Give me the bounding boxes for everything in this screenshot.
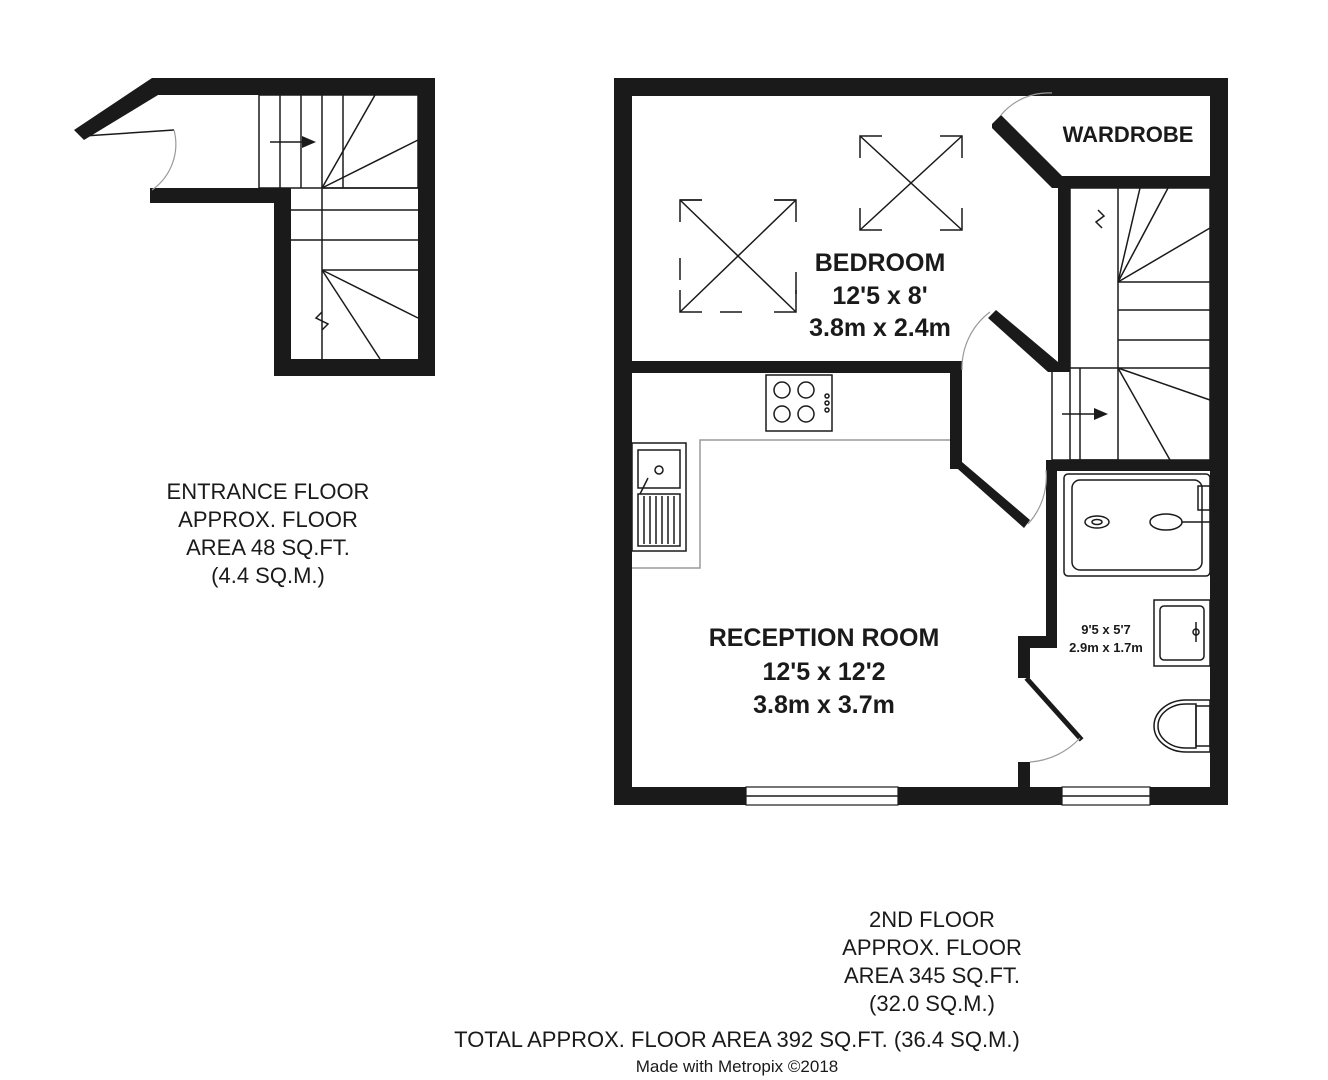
bathroom-metric: 2.9m x 1.7m <box>1069 640 1143 655</box>
entrance-wall-top <box>74 78 435 140</box>
svg-text:APPROX. FLOOR: APPROX. FLOOR <box>842 935 1022 960</box>
shower-tray-icon <box>1063 473 1211 577</box>
wardrobe-label: WARDROBE <box>1063 122 1194 147</box>
bedroom-door-arc <box>961 311 991 371</box>
svg-text:(4.4 SQ.M.): (4.4 SQ.M.) <box>211 563 325 588</box>
reception-imperial: 12'5 x 12'2 <box>762 658 885 686</box>
svg-text:ENTRANCE FLOOR: ENTRANCE FLOOR <box>167 479 370 504</box>
hall-door-arc <box>1027 469 1047 525</box>
second-floor-plan: WARDROBE BEDROOM 12'5 x 8' 3.8m x 2.4m R… <box>614 78 1228 806</box>
svg-text:AREA 345 SQ.FT.: AREA 345 SQ.FT. <box>844 963 1020 988</box>
wall-bathroom-left <box>1046 460 1057 646</box>
kitchen-worktop <box>632 439 950 569</box>
wardrobe-door-arc <box>1000 92 1053 116</box>
wall-bathroom-top <box>1046 460 1210 471</box>
entrance-floor-note: ENTRANCE FLOOR APPROX. FLOOR AREA 48 SQ.… <box>167 479 370 588</box>
toilet-icon <box>1153 699 1211 753</box>
svg-text:AREA 48 SQ.FT.: AREA 48 SQ.FT. <box>186 535 350 560</box>
bedroom-imperial: 12'5 x 8' <box>832 282 927 310</box>
skylight-icon <box>859 135 963 231</box>
entrance-stairs <box>258 94 419 360</box>
bedroom-name: BEDROOM <box>815 249 946 277</box>
washbasin-icon <box>1153 599 1211 667</box>
outer-wall-top <box>614 78 1228 96</box>
entrance-floor-plan <box>74 78 435 376</box>
entrance-door-leaf <box>83 129 175 137</box>
wall-bedroom-door-diag <box>988 310 1058 372</box>
wall-wardrobe <box>992 115 1210 188</box>
total-area: TOTAL APPROX. FLOOR AREA 392 SQ.FT. (36.… <box>454 1027 1020 1052</box>
stair-arrow-icon <box>1062 408 1108 420</box>
sink-icon <box>631 442 687 552</box>
wall-stairs-left <box>1058 176 1070 372</box>
entrance-wall-right <box>418 78 435 376</box>
bathroom-door-leaf <box>1024 676 1084 742</box>
second-floor-stairs <box>1051 187 1211 461</box>
entrance-wall-left <box>274 188 291 376</box>
entrance-wall-bottom <box>274 359 435 376</box>
wall-bathroom-lower <box>1018 636 1030 678</box>
bathroom-imperial: 9'5 x 5'7 <box>1081 622 1131 637</box>
wall-reception-hall <box>950 361 962 469</box>
svg-text:(32.0 SQ.M.): (32.0 SQ.M.) <box>869 991 995 1016</box>
outer-wall-left <box>614 78 632 805</box>
hob-icon <box>765 374 833 432</box>
reception-name: RECEPTION ROOM <box>709 624 940 652</box>
bathroom-door-arc <box>1029 737 1081 763</box>
svg-text:2ND FLOOR: 2ND FLOOR <box>869 907 995 932</box>
entrance-door-arc <box>151 129 177 191</box>
wall-hall-diag <box>950 462 1030 528</box>
wall-bathroom-foot <box>1018 762 1030 792</box>
reception-metric: 3.8m x 3.7m <box>753 691 895 719</box>
outer-wall-right <box>1210 78 1228 805</box>
credit: Made with Metropix ©2018 <box>636 1057 838 1076</box>
stair-arrow-icon <box>270 136 316 148</box>
skylight-icon <box>679 199 797 313</box>
entrance-wall-step <box>150 188 291 203</box>
svg-text:APPROX. FLOOR: APPROX. FLOOR <box>178 507 358 532</box>
second-floor-note: 2ND FLOOR APPROX. FLOOR AREA 345 SQ.FT. … <box>842 907 1022 1016</box>
wall-bedroom-reception <box>632 361 962 373</box>
bedroom-metric: 3.8m x 2.4m <box>809 314 951 342</box>
